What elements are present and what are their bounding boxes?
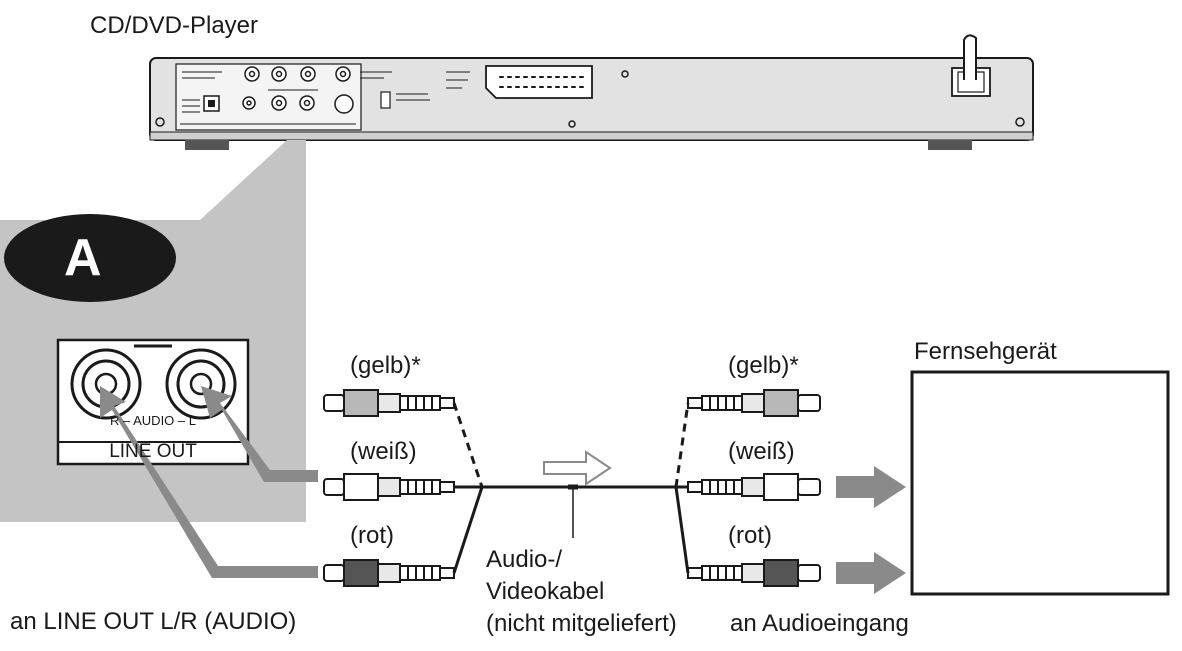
right-label-yellow: (gelb)* [728,352,799,379]
left-connection-arrows [100,386,318,578]
power-cord [951,34,991,97]
dvd-player [149,34,1034,150]
left-plug-red [323,559,455,587]
jack-channel-label: R – AUDIO – L [110,413,196,428]
signal-direction-arrow [543,450,612,486]
jack-left-audio [165,348,237,420]
callout-badge [4,214,176,302]
tv-input-arrows [836,466,906,594]
cable-name-line3: (nicht mitgeliefert) [486,610,677,637]
scart-connector [446,65,593,99]
line-out-label: LINE OUT [109,441,197,462]
tv-screen-box [910,370,1170,596]
left-label-yellow: (gelb)* [350,352,421,379]
cable-name-line1: Audio-/ [486,546,563,573]
left-plugs [323,389,455,587]
right-plug-yellow [687,389,821,417]
callout-badge-letter: A [64,229,102,287]
right-caption: an Audioeingang [730,610,909,637]
right-plug-white [687,473,821,501]
cable-name-line2: Videokabel [486,578,605,605]
right-label-red: (rot) [728,522,772,549]
av-cable [452,402,690,574]
left-plug-yellow [323,389,455,417]
left-plug-white [323,473,455,501]
line-out-callout [0,140,306,522]
jack-right-audio [70,348,142,420]
left-caption: an LINE OUT L/R (AUDIO) [10,608,297,635]
player-title: CD/DVD-Player [90,12,259,39]
left-label-white: (weiß) [350,438,417,465]
right-plug-red [687,559,821,587]
right-plugs [687,389,821,587]
right-label-white: (weiß) [728,438,795,465]
tv-title: Fernsehgerät [914,338,1057,365]
player-jack-panel [175,63,430,131]
left-label-red: (rot) [350,522,394,549]
